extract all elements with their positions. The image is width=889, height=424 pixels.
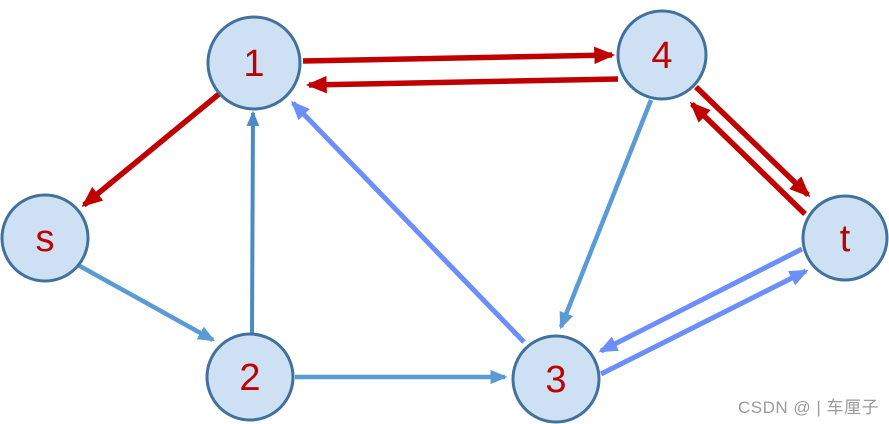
edge-1-to-4 — [302, 46, 616, 65]
edge-t-to-4 — [689, 101, 807, 216]
node-1-circle — [206, 15, 302, 111]
edge-s-to-2 — [76, 263, 216, 342]
node-2-circle — [205, 332, 295, 422]
node-3-circle — [511, 334, 601, 424]
node-3: 3 — [511, 334, 601, 424]
node-2-label: 2 — [239, 357, 260, 399]
node-s: s — [0, 193, 90, 283]
node-1-label: 1 — [243, 43, 264, 85]
edge-1-to-s — [81, 91, 221, 208]
node-3-label: 3 — [545, 359, 566, 401]
node-4: 4 — [616, 9, 708, 101]
node-4-label: 4 — [651, 35, 672, 77]
node-2: 2 — [205, 332, 295, 422]
edge-4-to-1 — [305, 75, 619, 94]
node-4-circle — [616, 9, 708, 101]
node-t: t — [801, 194, 889, 282]
node-s-circle — [0, 193, 90, 283]
node-t-label: t — [840, 218, 851, 260]
node-t-circle — [801, 194, 889, 282]
edge-2-to-1 — [246, 110, 260, 334]
node-1: 1 — [206, 15, 302, 111]
csdn-watermark: CSDN @ | 车厘子 — [737, 398, 879, 417]
edge-3-to-t — [599, 268, 809, 377]
edge-3-to-1 — [291, 100, 526, 344]
edge-t-to-3 — [598, 246, 804, 354]
edge-4-to-t — [694, 85, 811, 198]
node-s-label: s — [36, 218, 55, 260]
edge-4-to-3 — [558, 99, 654, 330]
